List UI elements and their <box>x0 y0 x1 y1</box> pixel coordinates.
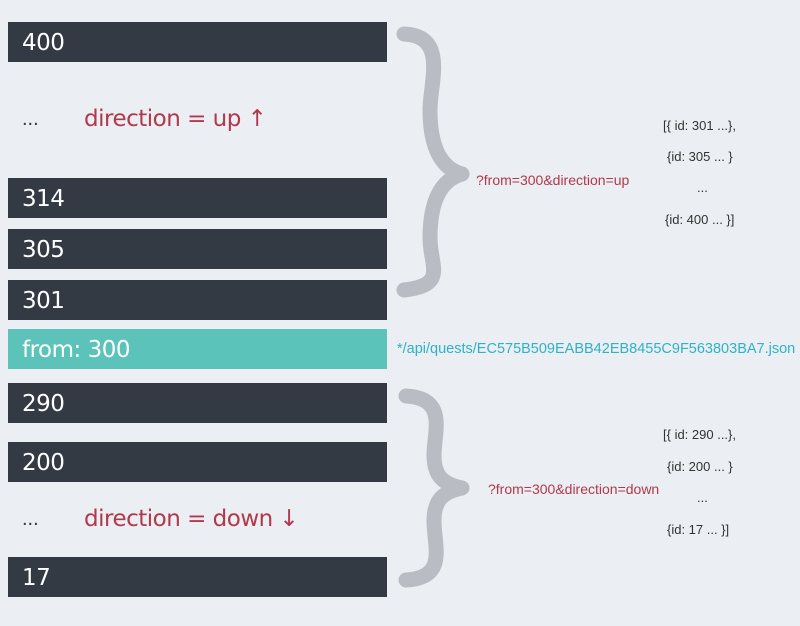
api-endpoint: */api/quests/EC575B509EABB42EB8455C9F563… <box>397 341 796 357</box>
record-bar-314: 314 <box>8 178 387 218</box>
direction-up-label: direction = up ↑ <box>84 106 267 132</box>
query-up: ?from=300&direction=up <box>476 172 630 188</box>
brace-top-icon <box>396 26 470 298</box>
response-down-line-1: [{ id: 290 ...}, <box>663 427 736 442</box>
record-bar-301: 301 <box>8 280 387 320</box>
response-up-line-3: ... <box>697 180 708 195</box>
ellipsis-top: ... <box>22 108 39 130</box>
response-down-line-3: ... <box>697 490 708 505</box>
record-bar-200: 200 <box>8 442 387 482</box>
response-up-line-2: {id: 305 ... } <box>667 149 733 164</box>
response-down-line-4: {id: 17 ... }] <box>667 522 730 537</box>
brace-bottom-icon <box>398 388 470 588</box>
record-bar-305: 305 <box>8 229 387 269</box>
response-up-line-1: [{ id: 301 ...}, <box>663 118 736 133</box>
query-down: ?from=300&direction=down <box>488 481 660 497</box>
direction-down-label: direction = down ↓ <box>84 506 299 532</box>
response-up-line-4: {id: 400 ... }] <box>665 212 735 227</box>
record-bar-17: 17 <box>8 557 387 597</box>
record-bar-290: 290 <box>8 383 387 423</box>
ellipsis-bottom: ... <box>22 508 39 530</box>
cursor-bar: from: 300 <box>8 329 387 369</box>
record-bar-400: 400 <box>8 22 387 62</box>
response-down-line-2: {id: 200 ... } <box>667 459 733 474</box>
